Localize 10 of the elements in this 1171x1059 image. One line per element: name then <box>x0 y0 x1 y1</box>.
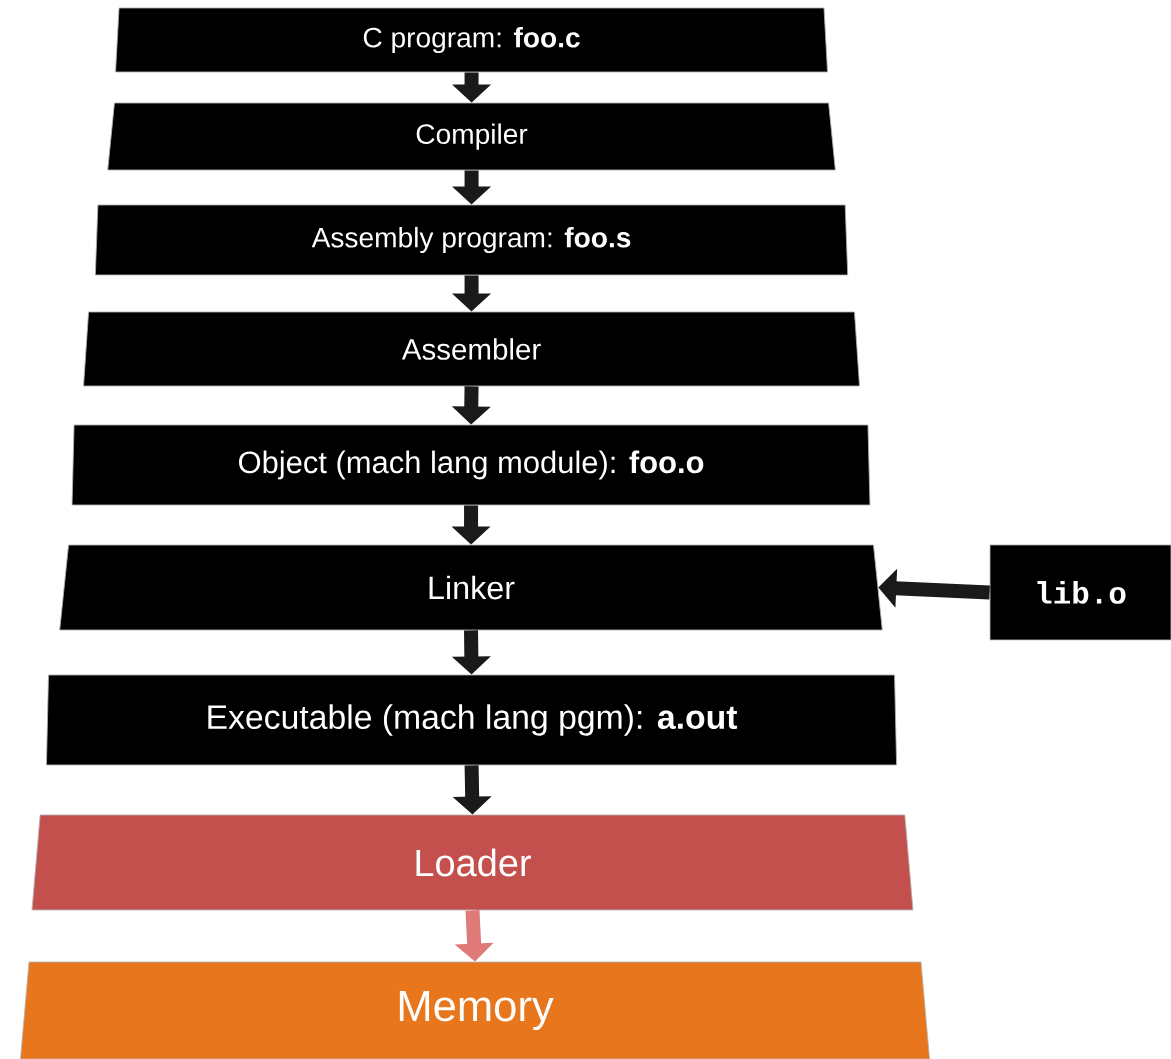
library-box: lib.o <box>989 544 1171 641</box>
step-box: Compiler <box>107 102 836 171</box>
step-box: Linker <box>59 544 883 631</box>
step-box: C program: foo.c <box>115 7 828 73</box>
step-box: Object (mach lang module): foo.o <box>71 424 871 506</box>
step-box: Assembler <box>83 311 860 387</box>
step-box: Loader <box>31 814 914 911</box>
step-box: Memory <box>20 961 930 1059</box>
step-box: Executable (mach lang pgm): a.out <box>46 674 897 766</box>
step-box: Assembly program: foo.s <box>94 204 849 276</box>
